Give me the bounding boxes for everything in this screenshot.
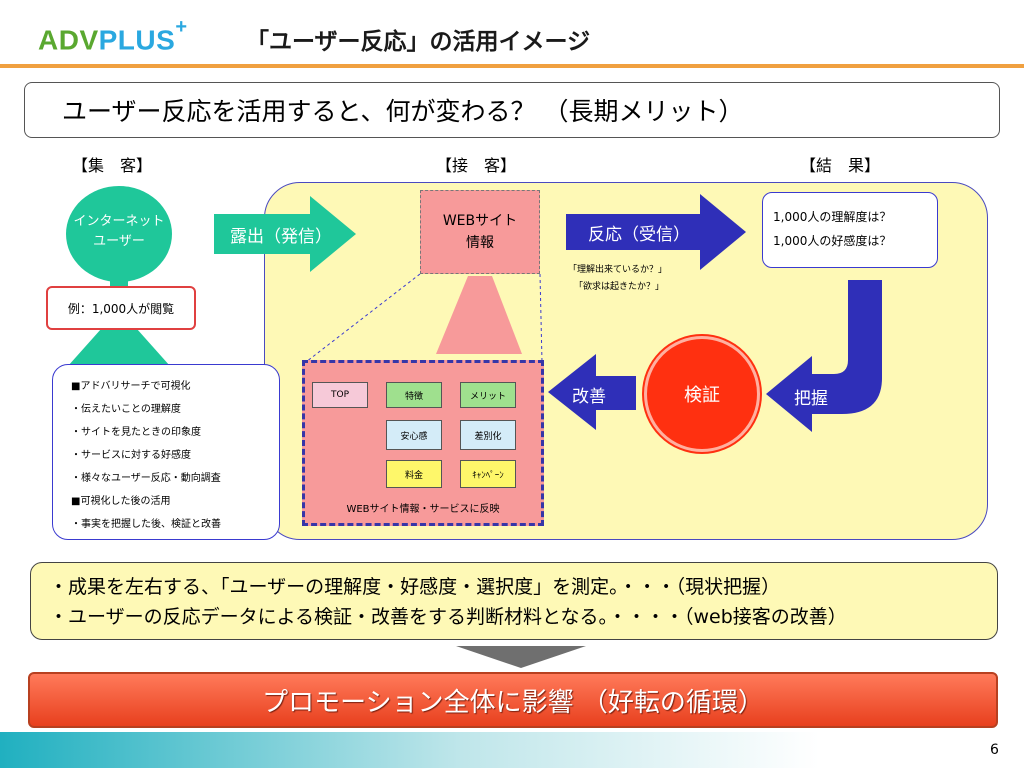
logo-adv: ADV xyxy=(38,24,99,56)
response-note-2: 「欲求は起きたか？」 xyxy=(574,282,665,292)
panel-caption: WEBサイト情報・サービスに反映 xyxy=(346,504,500,515)
web-box-line2: 情報 xyxy=(465,235,494,251)
verify-circle: 検証 xyxy=(644,336,760,452)
result-line-1: 1,000人の理解度は？ xyxy=(773,210,892,224)
web-box-line1: WEBサイト xyxy=(442,213,518,229)
list-item: ■可視化した後の活用 xyxy=(71,496,171,507)
list-item: ・サイトを見たときの印象度 xyxy=(71,427,201,438)
response-note-1: 「理解出来ているか？」 xyxy=(568,265,668,275)
funnel-shape xyxy=(436,276,522,354)
logo: ADVPLUS+ xyxy=(38,16,188,56)
logo-plus-mark: + xyxy=(175,16,188,38)
example-box: 例：1,000人が閲覧 xyxy=(46,286,196,330)
list-item: ・サービスに対する好感度 xyxy=(71,450,191,461)
panel-item-price: 料金 xyxy=(386,460,442,488)
page-number: 6 xyxy=(990,742,999,758)
panel-item-campaign: ｷｬﾝﾍﾟｰﾝ xyxy=(460,460,516,488)
response-arrow xyxy=(566,194,746,270)
column-label-result: 【結 果】 xyxy=(800,156,881,175)
panel-item-safety: 安心感 xyxy=(386,420,442,450)
web-info-box: WEBサイト 情報 xyxy=(420,190,540,274)
response-label: 反応（受信） xyxy=(588,225,690,245)
user-label-line1: インターネット xyxy=(73,214,165,229)
headline: ユーザー反応を活用すると、何が変わる？ （長期メリット） xyxy=(62,97,744,126)
result-line-2: 1,000人の好感度は？ xyxy=(773,234,892,248)
panel-item-merit: メリット xyxy=(460,382,516,408)
grasp-label: 把握 xyxy=(794,389,828,409)
panel-item-top: TOP xyxy=(312,382,368,408)
user-label: インターネット ユーザー xyxy=(66,212,172,252)
panel-item-feature: 特徴 xyxy=(386,382,442,408)
user-icon-head xyxy=(66,186,172,282)
improve-label: 改善 xyxy=(572,387,606,407)
user-label-line2: ユーザー xyxy=(93,234,145,249)
list-item: ・事実を把握した後、検証と改善 xyxy=(71,519,221,530)
list-item: ・様々なユーザー反応・動向調査 xyxy=(71,473,221,484)
exposure-arrow xyxy=(214,196,356,272)
slide-title: 「ユーザー反応」の活用イメージ xyxy=(246,29,591,55)
list-item: ・伝えたいことの理解度 xyxy=(71,404,181,415)
grasp-arrow xyxy=(766,280,882,432)
footer-band xyxy=(0,732,1024,768)
research-list: ■アドバリサーチで可視化 ・伝えたいことの理解度 ・サイトを見たときの印象度 ・… xyxy=(53,365,279,536)
connector-right xyxy=(539,273,543,363)
improve-arrow xyxy=(548,354,636,430)
list-item: ■アドバリサーチで可視化 xyxy=(71,381,191,392)
headline-box xyxy=(24,82,1000,138)
summary-line-1: ・成果を左右する、「ユーザーの理解度・好感度・選択度」を測定。・・・（現状把握） xyxy=(49,576,781,598)
result-box: 1,000人の理解度は？ 1,000人の好感度は？ xyxy=(762,192,938,268)
summary-box: ・成果を左右する、「ユーザーの理解度・好感度・選択度」を測定。・・・（現状把握）… xyxy=(30,562,998,640)
column-label-attract: 【集 客】 xyxy=(72,156,153,175)
exposure-label: 露出（発信） xyxy=(230,227,332,247)
summary-line-2: ・ユーザーの反応データによる検証・改善をする判断材料となる。・・・・（web接客… xyxy=(49,606,847,628)
panel-item-diff: 差別化 xyxy=(460,420,516,450)
research-list-box: ■アドバリサーチで可視化 ・伝えたいことの理解度 ・サイトを見たときの印象度 ・… xyxy=(52,364,280,540)
header-divider xyxy=(0,64,1024,68)
column-label-service: 【接 客】 xyxy=(436,156,517,175)
logo-plus: PLUS xyxy=(98,24,176,56)
promotion-banner: プロモーション全体に影響 （好転の循環） xyxy=(28,672,998,728)
connector-left xyxy=(305,273,421,363)
